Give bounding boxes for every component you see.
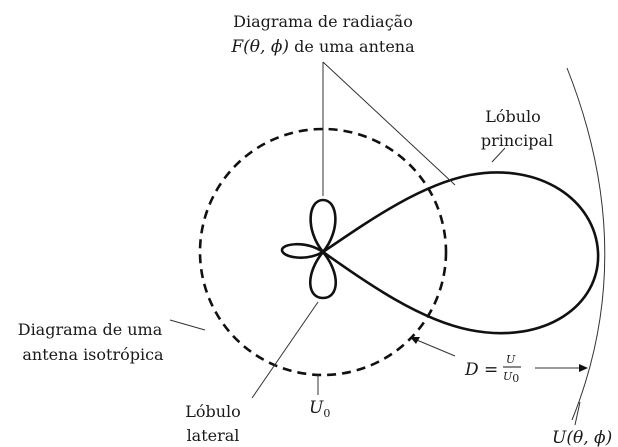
- radiation-pattern-subtitle: F(θ, ϕ) de uma antena: [230, 37, 415, 57]
- directivity-arrow-right-head: [579, 364, 588, 372]
- radiation-pattern-suffix: de uma antena: [289, 37, 415, 56]
- side-lobe-label-line1: Lóbulo: [185, 402, 241, 421]
- main-lobe-shape: [320, 171, 600, 335]
- max-intensity-arc: [566, 67, 606, 421]
- side-lobe-label-line2: lateral: [187, 426, 240, 445]
- main-lobe-leader: [491, 147, 506, 163]
- radiation-pattern-function: F(θ, ϕ): [230, 37, 289, 57]
- directivity-lhs: D =: [464, 360, 498, 380]
- lower-lobe-shape: [309, 249, 337, 300]
- main-lobe-label-line1: Lóbulo: [485, 107, 541, 126]
- isotropic-label-line2: antena isotrópica: [22, 345, 164, 364]
- back-lobe-shape: [280, 242, 326, 259]
- u-theta-phi-label: U(θ, ϕ): [552, 428, 612, 447]
- side-lobe-leader: [251, 301, 319, 399]
- directivity-denominator: U0: [503, 370, 519, 385]
- isotropic-leader: [169, 319, 206, 331]
- isotropic-label-line1: Diagrama de uma: [18, 320, 163, 339]
- radiation-pattern-title: Diagrama de radiação: [233, 12, 413, 31]
- main-lobe-label-line2: principal: [481, 131, 553, 150]
- upper-lobe-shape: [309, 198, 337, 255]
- directivity-arrow-left-line: [411, 337, 456, 357]
- u0-label: U0: [309, 398, 330, 420]
- directivity-arrow-left-head: [410, 337, 420, 344]
- pattern-leader-diagonal: [322, 61, 456, 186]
- u-theta-phi-leader: [574, 401, 581, 426]
- isotropic-pattern-circle: [198, 127, 448, 377]
- directivity-numerator: U: [506, 353, 516, 366]
